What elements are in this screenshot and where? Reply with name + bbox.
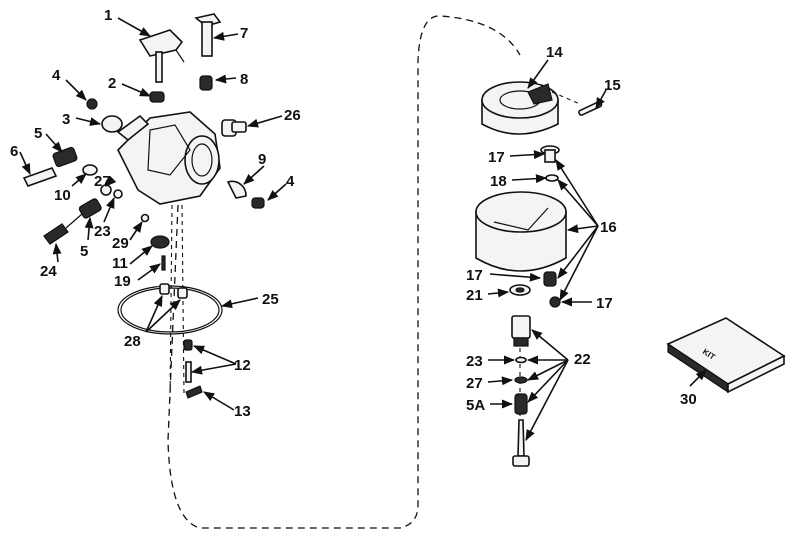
part-carburetor-body — [116, 111, 221, 205]
part-welch-plug — [150, 235, 170, 249]
part-throttle-spring — [149, 91, 165, 103]
part-choke-plate — [226, 180, 247, 199]
float-pin-guide — [551, 91, 581, 105]
part-main-needle — [43, 198, 102, 245]
callout-7: 7 — [240, 25, 248, 42]
repair-kit-box: KIT — [666, 317, 786, 394]
callout-3: 3 — [62, 111, 70, 128]
callout-labels: 1 2 3 4 4 5 5 5A 6 7 8 9 10 11 12 13 14 … — [10, 7, 697, 420]
part-bowl-gasket-inner — [120, 287, 220, 333]
part-washer-23 — [113, 189, 123, 199]
callout-17a: 17 — [488, 149, 505, 166]
part-throttle-bracket — [138, 29, 185, 83]
callout-24: 24 — [40, 263, 57, 280]
part-clip — [185, 385, 203, 399]
callout-28: 28 — [124, 333, 141, 350]
callout-10: 10 — [54, 187, 71, 204]
throttle-shaft-dashed-guide — [169, 204, 173, 401]
callout-16: 16 — [600, 219, 617, 236]
callout-29: 29 — [112, 235, 129, 252]
callout-17c: 17 — [596, 295, 613, 312]
callout-5A: 5A — [466, 397, 485, 414]
part-pin — [161, 255, 166, 271]
part-float-bowl — [475, 191, 567, 272]
part-float — [481, 81, 559, 135]
part-fuel-inlet — [221, 119, 247, 137]
part-bowl-gasket — [117, 285, 223, 335]
part-inlet-needle — [183, 339, 193, 351]
callout-27b: 27 — [466, 375, 483, 392]
callout-5b: 5 — [80, 243, 88, 260]
callout-19: 19 — [114, 273, 131, 290]
part-seat-right — [177, 287, 188, 299]
callout-26: 26 — [284, 107, 301, 124]
assembly-dashed-connector — [167, 15, 521, 529]
callout-17b: 17 — [466, 267, 483, 284]
part-jet-washer-23 — [515, 356, 527, 364]
callout-4a: 4 — [52, 67, 61, 84]
part-throttle-plate — [101, 115, 123, 133]
part-seat-left — [159, 283, 170, 295]
callout-14: 14 — [546, 44, 563, 61]
part-bowl-nut — [549, 296, 561, 308]
part-needle-pin — [185, 361, 192, 383]
callout-11: 11 — [112, 255, 128, 272]
part-check-ball — [140, 213, 150, 223]
callout-30: 30 — [680, 391, 697, 408]
throttle-shaft-dashed-guide-2 — [181, 204, 185, 396]
callout-1: 1 — [104, 7, 112, 24]
callout-23a: 23 — [94, 223, 111, 240]
callout-6: 6 — [10, 143, 18, 160]
part-choke-spring — [199, 75, 213, 91]
callout-23b: 23 — [466, 353, 483, 370]
callout-21: 21 — [466, 287, 483, 304]
part-jet-spring — [514, 393, 528, 415]
part-high-speed-needle — [512, 419, 530, 467]
callout-15: 15 — [604, 77, 621, 94]
callout-8: 8 — [240, 71, 248, 88]
callout-18: 18 — [490, 173, 507, 190]
part-washer-18 — [545, 174, 559, 182]
part-screw-right — [251, 197, 265, 209]
leader-lines — [19, 17, 707, 441]
part-main-jet — [511, 315, 531, 347]
callout-2: 2 — [108, 75, 116, 92]
callout-12: 12 — [234, 357, 251, 374]
part-screw-upper — [86, 98, 98, 110]
callout-9: 9 — [258, 151, 266, 168]
part-choke-shaft — [194, 13, 222, 57]
part-bowl-spring — [543, 271, 557, 287]
part-jet-washer-27 — [514, 376, 528, 384]
part-bowl-washer-hole — [515, 287, 525, 293]
callout-25: 25 — [262, 291, 279, 308]
callout-5a: 5 — [34, 125, 42, 142]
callout-13: 13 — [234, 403, 251, 420]
callout-27a: 27 — [94, 173, 111, 190]
callout-4b: 4 — [286, 173, 295, 190]
callout-22: 22 — [574, 351, 591, 368]
part-idle-needle — [22, 146, 78, 187]
part-o-ring — [82, 164, 98, 176]
